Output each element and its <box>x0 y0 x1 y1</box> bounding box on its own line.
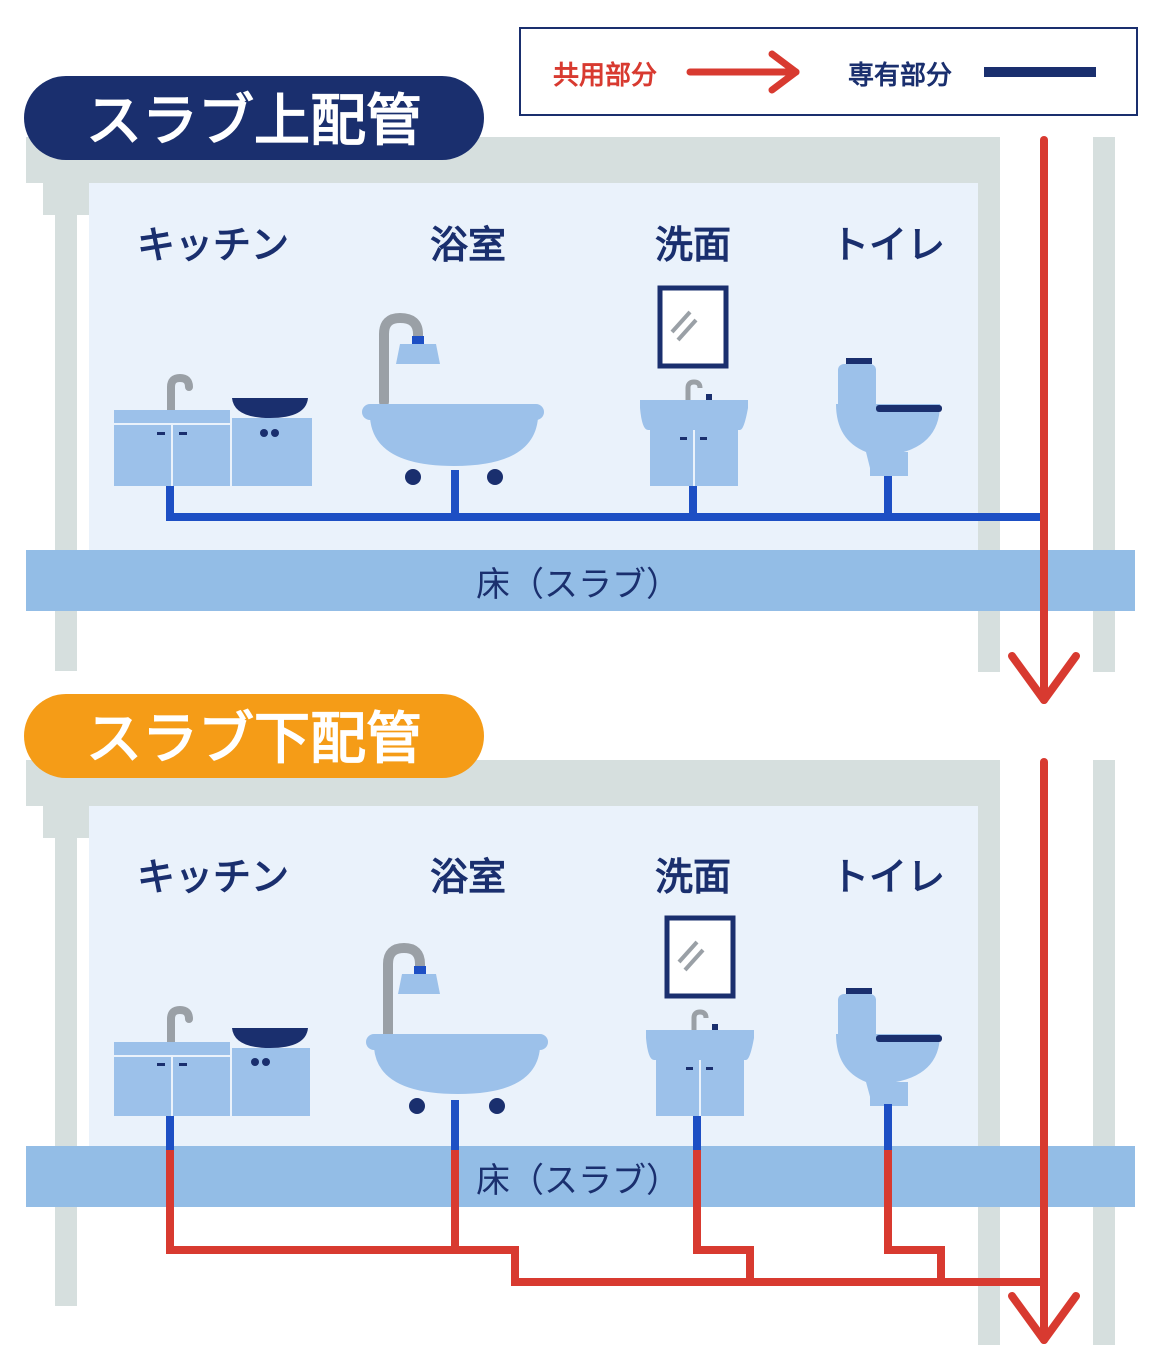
room-label-bath: 浴室 <box>430 223 506 267</box>
legend: 共用部分 専有部分 <box>519 27 1138 116</box>
floor-label: 床（スラブ） <box>476 1161 680 1201</box>
wall-right <box>978 137 1000 672</box>
floor-label: 床（スラブ） <box>476 565 680 605</box>
private-pipes <box>166 1100 892 1150</box>
legend-common-arrow-icon <box>686 50 800 94</box>
wall-left-column <box>55 183 77 671</box>
legend-private-label: 専有部分 <box>848 61 952 91</box>
section-title-pill <box>24 694 484 778</box>
floor-slab <box>26 1146 1135 1207</box>
room-label-kitchen: キッチン <box>137 855 289 899</box>
washbasin-icon <box>646 915 754 1116</box>
section-slab-above: 床（スラブ） スラブ上配管 キッチン 浴室 洗面 トイレ <box>24 76 1135 704</box>
section-title: スラブ上配管 <box>86 89 422 154</box>
section-slab-below: 床（スラブ） スラブ下配管 キッチン 浴室 洗面 トイレ <box>24 694 1135 1345</box>
wall-right <box>978 760 1000 1345</box>
wall-left-column <box>55 806 77 1306</box>
legend-common-label: 共用部分 <box>553 61 657 91</box>
toilet-icon <box>836 988 942 1106</box>
toilet-icon <box>836 358 942 476</box>
room-label-washroom: 洗面 <box>655 855 731 899</box>
room-label-bath: 浴室 <box>430 855 506 899</box>
kitchen-sink-icon <box>114 373 312 486</box>
common-pipes-under-slab <box>166 1150 1044 1286</box>
legend-private-line-icon <box>984 67 1096 77</box>
section-title: スラブ下配管 <box>86 707 422 772</box>
room-label-washroom: 洗面 <box>655 223 731 267</box>
kitchen-sink-icon <box>114 1005 310 1116</box>
floor-slab <box>26 550 1135 611</box>
room-label-toilet: トイレ <box>831 223 945 267</box>
wall-far-right <box>1093 137 1115 672</box>
bathtub-icon <box>366 942 548 1114</box>
wall-far-right <box>1093 760 1115 1345</box>
room-label-kitchen: キッチン <box>137 223 289 267</box>
washbasin-icon <box>640 285 748 486</box>
private-pipes <box>166 470 1044 521</box>
room-label-toilet: トイレ <box>831 855 945 899</box>
common-pipe-riser <box>1008 136 1080 704</box>
section-title-pill <box>24 76 484 160</box>
common-pipe-riser <box>1008 758 1080 1344</box>
room-interior <box>89 183 978 550</box>
bathtub-icon <box>362 312 544 485</box>
